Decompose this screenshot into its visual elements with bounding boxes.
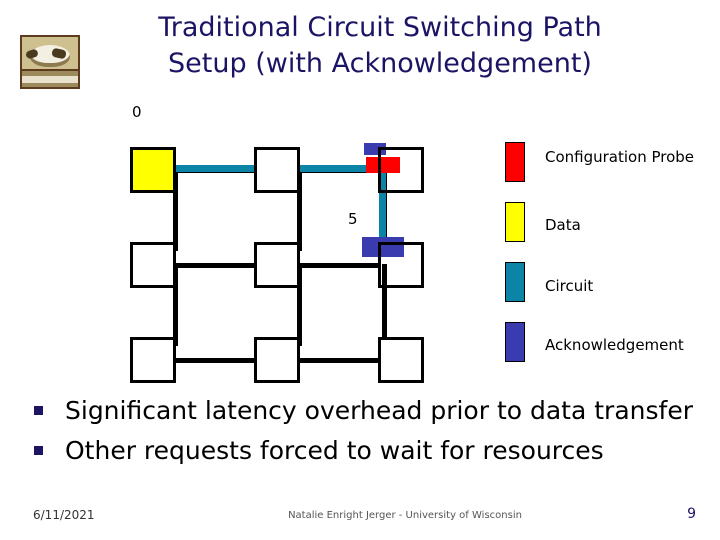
bullet-text-1: Significant latency overhead prior to da… [65, 396, 693, 425]
slide-title-line2: Setup (with Acknowledgement) [168, 48, 592, 79]
bullet-text-2: Other requests forced to wait for resour… [65, 436, 604, 465]
node-2 [378, 147, 424, 193]
node-6 [130, 337, 176, 383]
link-v-3-6 [173, 264, 178, 346]
circuit-segment-2-5 [379, 169, 386, 251]
legend-swatch-circuit [505, 262, 525, 302]
bullet-item-2: Other requests forced to wait for resour… [30, 432, 710, 470]
link-v-5-8 [382, 264, 387, 346]
legend-label-data: Data [545, 216, 581, 234]
node-label-5: 5 [348, 210, 358, 228]
bullet-marker-icon [34, 406, 43, 415]
node-7 [254, 337, 300, 383]
legend-label-configuration-probe: Configuration Probe [545, 148, 695, 166]
slide-title-line1: Traditional Circuit Switching Path [158, 12, 602, 43]
footer-date: 6/11/2021 [33, 508, 95, 522]
node-1 [254, 147, 300, 193]
link-v-4-7 [297, 264, 302, 346]
node-label-0: 0 [132, 103, 142, 121]
node-0 [130, 147, 176, 193]
bullet-item-1: Significant latency overhead prior to da… [30, 392, 710, 430]
node-4 [254, 242, 300, 288]
bullet-list: Significant latency overhead prior to da… [30, 392, 710, 472]
link-v-0-3 [173, 169, 178, 251]
circuit-segment-1-2 [298, 165, 380, 172]
link-h-7-8 [298, 358, 380, 363]
legend-swatch-data [505, 202, 525, 242]
legend-label-circuit: Circuit [545, 277, 594, 295]
link-v-1-4 [297, 169, 302, 251]
bullet-marker-icon [34, 446, 43, 455]
slide-title: Traditional Circuit Switching Path Setup… [80, 10, 680, 82]
node-3 [130, 242, 176, 288]
legend-label-acknowledgement: Acknowledgement [545, 336, 684, 354]
link-h-6-7 [174, 358, 256, 363]
uw-badger-logo [20, 35, 80, 89]
probe-segment-node2 [366, 157, 400, 173]
node-8 [378, 337, 424, 383]
circuit-segment-0-1 [174, 165, 256, 172]
logo-banner [22, 76, 78, 83]
node-5 [378, 242, 424, 288]
legend-swatch-acknowledgement [505, 322, 525, 362]
link-h-3-4 [174, 263, 256, 268]
footer-attribution: Natalie Enright Jerger - University of W… [288, 510, 522, 521]
link-h-4-5 [298, 263, 380, 268]
mesh-network-diagram: 0 5 [130, 103, 440, 390]
footer-page-number: 9 [687, 506, 696, 522]
legend-swatch-configuration-probe [505, 142, 525, 182]
